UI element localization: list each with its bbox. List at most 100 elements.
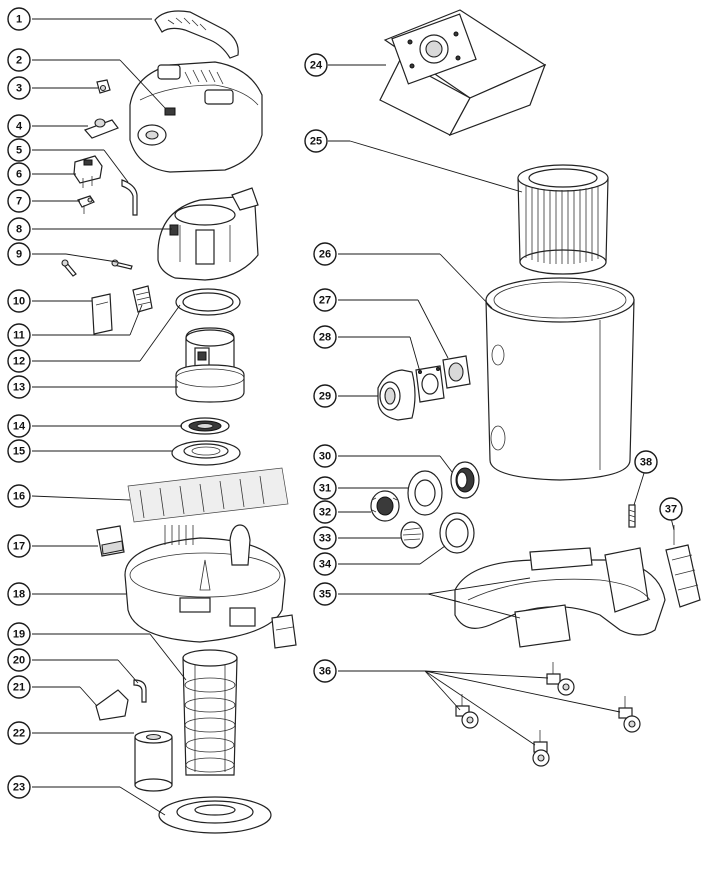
callout-circle bbox=[313, 552, 337, 576]
locking-nut-drawing bbox=[370, 490, 400, 522]
gasket-ring-drawing bbox=[175, 288, 241, 316]
callout-circle bbox=[7, 582, 31, 606]
callout-number: 21 bbox=[13, 682, 25, 694]
callout-circle bbox=[7, 289, 31, 313]
callout-circle bbox=[313, 384, 337, 408]
callout-circle bbox=[313, 288, 337, 312]
callout-pleated-filter: 25 bbox=[304, 129, 328, 153]
callout-circle bbox=[304, 53, 328, 77]
spring-pin-drawing bbox=[628, 504, 636, 528]
callout-tank: 26 bbox=[313, 242, 337, 266]
callout-circle bbox=[7, 48, 31, 72]
callout-circle bbox=[7, 189, 31, 213]
o-ring-drawing bbox=[439, 512, 475, 554]
callout-locking-nut: 32 bbox=[313, 500, 337, 524]
grille-drawing bbox=[400, 521, 424, 549]
callout-circle bbox=[7, 414, 31, 438]
side-latch-drawing bbox=[271, 614, 297, 649]
filter-cage-drawing bbox=[182, 649, 238, 776]
callout-circle bbox=[313, 476, 337, 500]
callout-circle bbox=[7, 217, 31, 241]
pleated-filter-drawing bbox=[517, 164, 609, 275]
callout-circle bbox=[7, 648, 31, 672]
callout-number: 36 bbox=[319, 666, 331, 678]
motor-housing-drawing bbox=[157, 187, 259, 281]
callout-number: 3 bbox=[16, 83, 22, 95]
caster-3 bbox=[618, 696, 641, 733]
callout-inlet-elbow: 29 bbox=[313, 384, 337, 408]
callout-circle bbox=[313, 325, 337, 349]
tank-drawing bbox=[485, 277, 635, 481]
callout-screw-clip: 7 bbox=[7, 189, 31, 213]
callout-number: 34 bbox=[319, 559, 332, 571]
callout-caster-wheels: 36 bbox=[313, 659, 337, 683]
square-gasket-drawing bbox=[442, 355, 471, 389]
callout-grille: 33 bbox=[313, 526, 337, 550]
callout-number: 32 bbox=[319, 507, 331, 519]
callout-number: 16 bbox=[13, 491, 25, 503]
callout-number: 11 bbox=[13, 330, 25, 342]
caster-1 bbox=[546, 662, 575, 696]
callout-number: 10 bbox=[13, 296, 25, 308]
callout-number: 8 bbox=[16, 224, 22, 236]
callout-number: 20 bbox=[13, 655, 25, 667]
latch-drawing bbox=[96, 525, 125, 557]
callout-number: 6 bbox=[16, 169, 22, 181]
callout-clip: 21 bbox=[7, 675, 31, 699]
callout-circle bbox=[7, 534, 31, 558]
callout-square-gasket: 27 bbox=[313, 288, 337, 312]
inlet-elbow-drawing bbox=[377, 369, 416, 421]
callout-outlet-nut: 30 bbox=[313, 444, 337, 468]
callout-circle bbox=[7, 375, 31, 399]
callout-number: 13 bbox=[13, 382, 25, 394]
callout-circle bbox=[313, 444, 337, 468]
callout-number: 14 bbox=[13, 421, 26, 433]
callout-circle bbox=[313, 582, 337, 606]
callout-circle bbox=[7, 76, 31, 100]
callout-labels: 1234567891011121314151617181920212223242… bbox=[7, 7, 683, 799]
callout-circle bbox=[313, 526, 337, 550]
callout-circle bbox=[7, 439, 31, 463]
callout-bent-pin: 5 bbox=[7, 138, 31, 162]
callout-switch-bracket: 4 bbox=[7, 114, 31, 138]
head-base-drawing bbox=[124, 524, 286, 643]
callout-number: 7 bbox=[16, 196, 22, 208]
callout-circle bbox=[7, 622, 31, 646]
callout-outlet-flange: 31 bbox=[313, 476, 337, 500]
paper-bag-drawing bbox=[379, 9, 547, 137]
spring-washer-drawing bbox=[180, 417, 230, 435]
callout-number: 33 bbox=[319, 533, 331, 545]
callout-number: 9 bbox=[16, 249, 22, 261]
callout-number: 22 bbox=[13, 728, 25, 740]
callout-circle bbox=[634, 450, 658, 474]
bent-pin-drawing bbox=[121, 179, 138, 216]
callout-circle bbox=[7, 242, 31, 266]
callout-number: 29 bbox=[319, 391, 331, 403]
screw-clip-drawing bbox=[77, 195, 95, 214]
callout-motor-head-cover: 2 bbox=[7, 48, 31, 72]
callout-circle bbox=[7, 775, 31, 799]
callout-circle bbox=[304, 129, 328, 153]
callout-filter-cage: 19 bbox=[7, 622, 31, 646]
cylinder-filter-drawing bbox=[134, 730, 173, 792]
callout-circle bbox=[313, 242, 337, 266]
motor-head-cover-drawing bbox=[129, 61, 263, 173]
callout-number: 28 bbox=[319, 332, 331, 344]
foam-filter-drawing bbox=[127, 467, 289, 523]
callout-circle bbox=[7, 675, 31, 699]
callout-number: 2 bbox=[16, 55, 22, 67]
callout-handle: 1 bbox=[7, 7, 31, 31]
callout-hook: 20 bbox=[7, 648, 31, 672]
callout-circle bbox=[313, 500, 337, 524]
callout-motor-housing: 8 bbox=[7, 217, 31, 241]
caster-wheels-drawing bbox=[455, 662, 641, 767]
switch-bracket-drawing bbox=[83, 118, 119, 139]
callout-number: 30 bbox=[319, 451, 331, 463]
seal-ring-drawing bbox=[171, 440, 241, 466]
motor-drawing bbox=[175, 327, 245, 403]
callout-number: 24 bbox=[310, 60, 323, 72]
callout-circle bbox=[313, 659, 337, 683]
callout-number: 27 bbox=[319, 295, 331, 307]
callout-circle bbox=[7, 484, 31, 508]
